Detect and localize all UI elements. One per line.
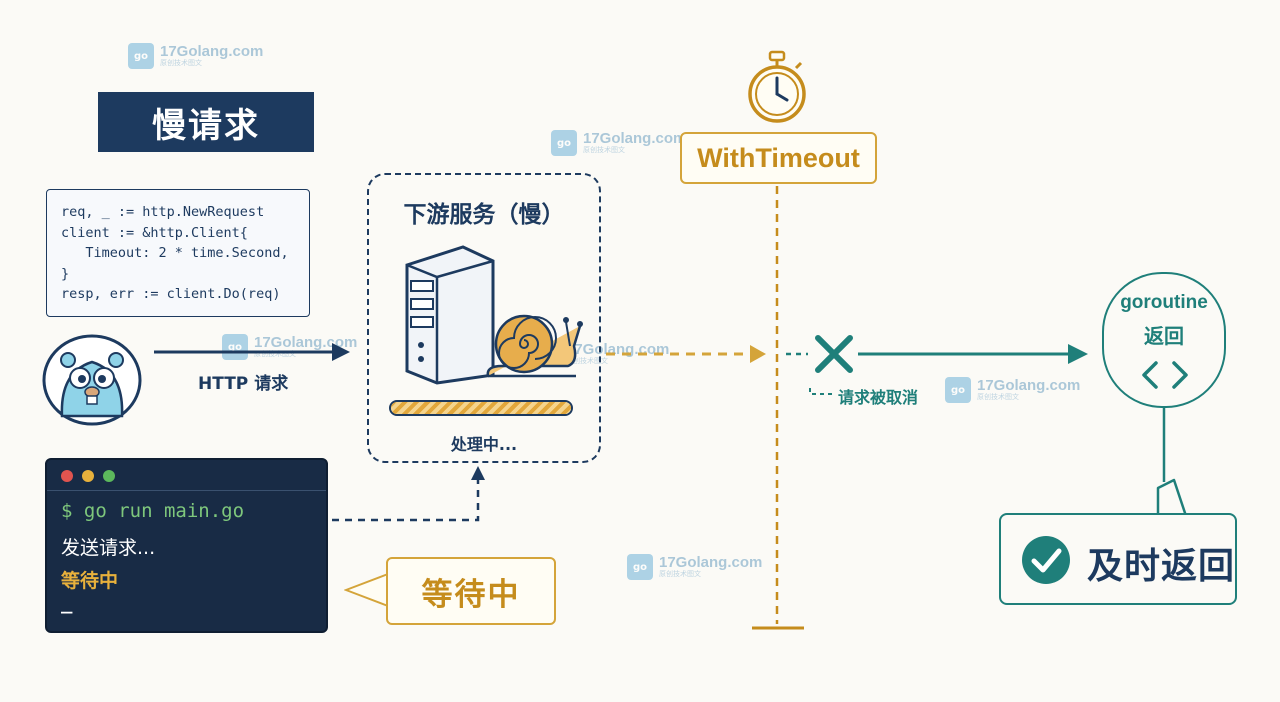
progress-fill [391, 402, 571, 414]
goroutine-label: goroutine [1120, 292, 1208, 313]
watermark-logo-icon: go [128, 43, 154, 69]
watermark-logo-icon: go [945, 377, 971, 403]
code-brackets-icon [1142, 361, 1188, 389]
goroutine-connector [1156, 408, 1188, 517]
stopwatch-icon [748, 50, 806, 123]
check-circle-icon [1022, 536, 1070, 584]
timely-return-label: 及时返回 [1087, 546, 1236, 587]
goroutine-bubble: goroutine 返回 [1102, 272, 1226, 408]
service-title: 下游服务（慢） [403, 202, 565, 228]
code-line: Timeout: 2 * time.Second, [61, 245, 289, 261]
downstream-service-box: 下游服务（慢） 处理中... [367, 173, 601, 463]
code-line: client := &http.Client{ [61, 224, 248, 241]
timeout-deadline-line [752, 186, 804, 630]
terminal-output-line: 等待中 [61, 570, 119, 592]
code-line: resp, err := client.Do(req) [61, 286, 281, 302]
service-to-timeout-arrow [606, 345, 766, 363]
cross-icon [815, 335, 853, 373]
code-block: req, _ := http.NewRequest client := &http… [46, 189, 310, 317]
minimize-dot-icon [82, 470, 94, 482]
processing-status: 处理中... [450, 435, 518, 454]
terminal-to-service-connector [332, 466, 485, 522]
snail-icon [486, 314, 583, 378]
with-timeout-box: WithTimeout [680, 132, 877, 184]
terminal-output-line: 发送请求... [61, 537, 156, 559]
terminal-title-bar [47, 460, 326, 491]
code-line: req, _ := http.NewRequest [61, 204, 265, 220]
cancel-connector [786, 344, 1088, 395]
http-request-label: HTTP 请求 [198, 374, 289, 394]
terminal-window: $ go run main.go 发送请求... 等待中 _ [45, 458, 328, 633]
watermark-logo-icon: go [627, 554, 653, 580]
close-dot-icon [61, 470, 73, 482]
processing-progress-bar [389, 400, 573, 416]
goroutine-return-label: 返回 [1144, 324, 1184, 348]
waiting-callout: 等待中 [386, 557, 556, 625]
cancel-label: 请求被取消 [838, 388, 919, 407]
terminal-cursor: _ [61, 592, 73, 614]
callout-pointer [344, 573, 389, 607]
page-title: 慢请求 [98, 92, 314, 152]
maximize-dot-icon [103, 470, 115, 482]
watermark-logo-icon: go [551, 130, 577, 156]
http-request-arrow [154, 343, 350, 361]
code-line: } [61, 265, 70, 282]
timely-return-box: 及时返回 [999, 513, 1237, 605]
watermark-logo-icon: go [222, 334, 248, 360]
gopher-avatar-icon [42, 334, 142, 426]
terminal-command: $ go run main.go [61, 500, 245, 522]
